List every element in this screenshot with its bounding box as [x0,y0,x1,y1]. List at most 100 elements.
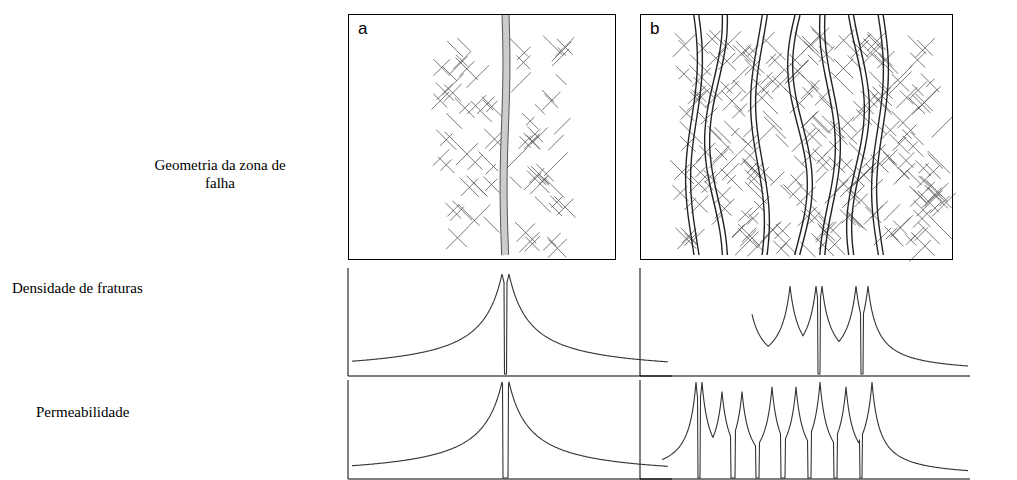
fracture-stroke [484,217,500,233]
fracture-stroke [448,228,467,247]
fracture-stroke [841,117,854,130]
fracture-stroke [893,221,907,235]
fracture-stroke [742,228,756,242]
fracture-stroke [431,92,449,110]
fracture-stroke [673,34,696,57]
row-label: Geometria da zona de falha [150,156,290,192]
fracture-stroke [701,108,718,125]
fracture-stroke [840,180,856,196]
fracture-stroke [531,127,548,144]
fracture-stroke [905,234,916,245]
fracture-stroke [695,167,705,177]
row-label: Densidade de fraturas [12,279,143,297]
fracture-stroke [433,149,449,165]
fracture-stroke [552,41,572,61]
fracture-stroke [915,227,929,241]
fracture-stroke [812,123,827,138]
fracture-stroke [548,239,567,258]
fracture-stroke [867,32,886,51]
fracture-stroke [776,224,789,237]
fracture-stroke [542,92,560,110]
fracture-stroke [738,224,760,246]
fracture-stroke [753,240,764,251]
fracture-stroke [676,66,693,83]
fracture-stroke [781,238,791,248]
fracture-stroke [482,97,502,117]
fracture-stroke [764,117,786,139]
fracture-stroke [526,117,535,126]
fracture-stroke [917,40,933,56]
slip-surface [825,15,841,255]
fracture-stroke [926,79,934,87]
fracture-stroke [697,42,710,55]
fracture-stroke [511,72,531,92]
fracture-stroke [868,32,886,50]
fracture-stroke [525,237,539,251]
fracture-stroke [919,176,929,186]
curve [752,286,968,374]
fracture-stroke [749,196,769,216]
fracture-stroke [535,196,551,212]
fracture-stroke [555,197,576,218]
fracture-stroke [917,174,931,188]
fracture-stroke [681,108,693,120]
panel-letter: a [349,15,376,43]
fracture-stroke [538,174,549,185]
fracture-stroke [894,66,912,84]
fracture-stroke [721,81,733,93]
slip-surface [877,15,889,255]
fracture-stroke [530,177,547,194]
fracture-stroke [552,49,569,66]
fracture-stroke [892,74,909,91]
fracture-stroke [888,158,909,179]
fracture-stroke [932,219,953,240]
fracture-stroke [921,73,940,92]
fracture-stroke [733,80,746,93]
fracture-stroke [873,179,883,189]
fracture-stroke [722,91,742,111]
fracture-stroke [549,240,567,258]
fracture-stroke [456,58,478,80]
fracture-stroke [828,238,841,251]
fracture-stroke [455,98,475,118]
fracture-stroke [817,160,828,171]
fracture-stroke [910,52,925,67]
fracture-stroke [726,81,738,93]
fracture-stroke [549,203,562,216]
fracture-stroke [900,169,909,178]
fracture-stroke [770,56,789,75]
fracture-stroke [447,41,463,57]
fracture-stroke [854,194,868,208]
fracture-stroke [877,51,894,68]
fracture-stroke [446,113,462,129]
fracture-stroke [544,178,564,198]
fracture-stroke [937,194,951,208]
fracture-stroke [892,137,906,151]
fault-core [504,15,507,255]
fracture-stroke [458,205,479,226]
fracture-stroke [896,87,917,108]
fracture-stroke [755,91,778,114]
fracture-stroke [472,181,487,196]
fracture-stroke [839,157,855,173]
fracture-stroke [675,33,686,44]
fracture-stroke [483,100,493,110]
fracture-stroke [774,223,790,239]
fracture-stroke [852,111,863,122]
panel-frame: a [348,14,616,260]
fracture-stroke [515,222,536,243]
fracture-stroke [926,180,947,201]
fracture-stroke [747,235,769,257]
slip-surface [756,15,770,255]
fracture-stroke [548,135,564,151]
fracture-stroke [558,47,566,55]
fracture-stroke [927,153,942,168]
fracture-stroke [900,91,914,105]
slip-surface [705,15,723,255]
fracture-stroke [747,163,763,179]
fracture-stroke [787,171,805,189]
fracture-stroke [477,97,495,115]
fracture-stroke [925,185,948,208]
curve [352,274,668,374]
